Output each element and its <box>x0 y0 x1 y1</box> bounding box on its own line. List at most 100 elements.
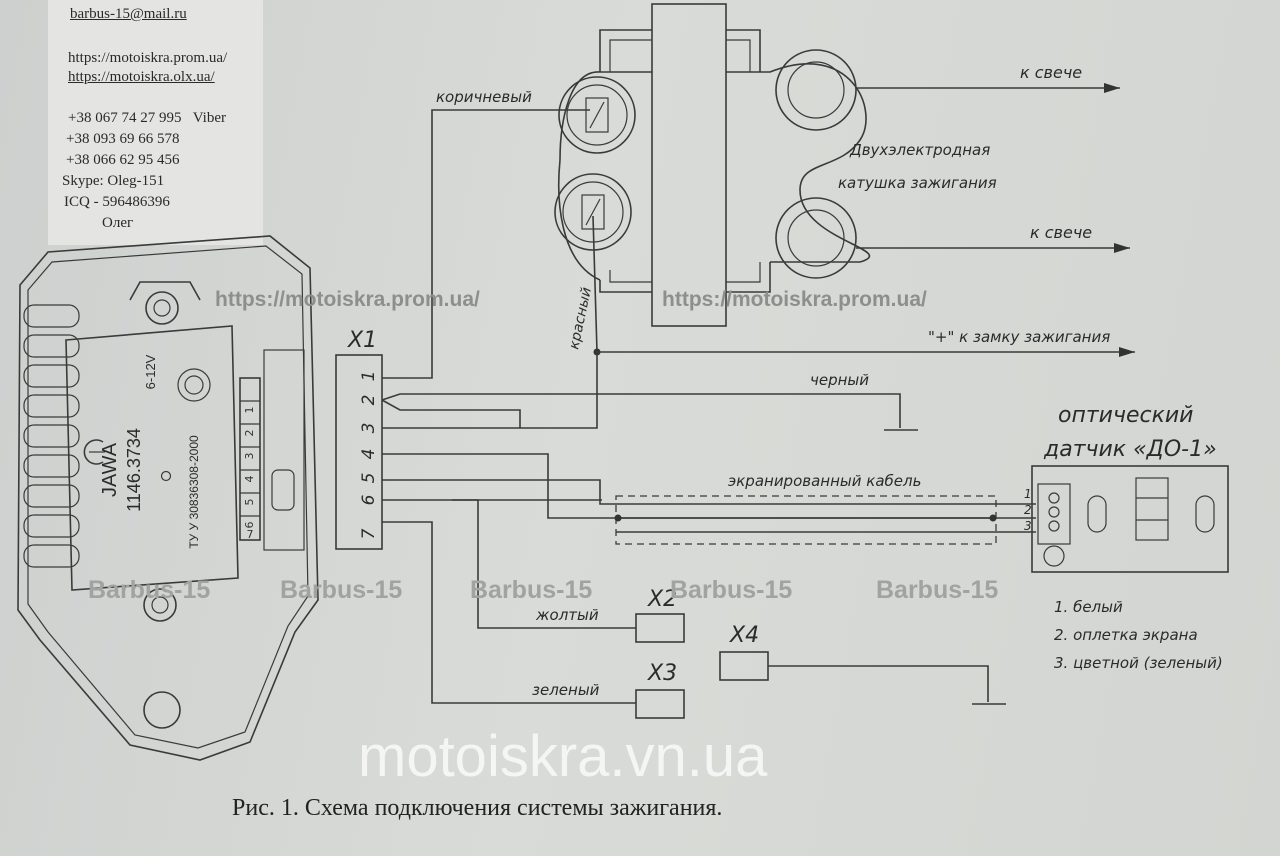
label-red: красный <box>566 286 595 351</box>
connector-x2-body <box>635 613 685 643</box>
module-pin-2: 2 <box>243 430 256 437</box>
module-pin-6: 6 <box>243 522 256 529</box>
connector-x4-label: X4 <box>729 623 759 648</box>
sensor-body <box>1031 465 1229 573</box>
arrow-spark-bottom-icon <box>1114 243 1130 253</box>
wire-pin3 <box>382 352 598 429</box>
label-to-spark-top: к свече <box>1020 63 1082 82</box>
arrow-ignition-lock-icon <box>1119 347 1135 357</box>
label-to-spark-bottom: к свече <box>1030 223 1092 242</box>
connector-x4: X4 <box>719 623 1006 705</box>
label-shielded: экранированный кабель <box>728 472 921 490</box>
module-pin-7: 7 <box>247 528 254 541</box>
x1-pin-3: 3 <box>359 423 379 434</box>
watermarks: https://motoiskra.prom.ua/ https://motoi… <box>88 288 998 789</box>
sensor-optical-window <box>1135 477 1169 541</box>
contact-email[interactable]: barbus-15@mail.ru <box>70 6 187 22</box>
module-adjust-dial <box>177 368 211 402</box>
sensor-terminal-2: 2 <box>1024 503 1032 517</box>
connector-x3: X3 <box>635 661 685 719</box>
coil-spark-output-top <box>775 49 857 131</box>
coil-label-2: катушка зажигания <box>838 174 997 192</box>
module-spec: ТУ У 30836308-2000 <box>187 435 201 549</box>
ignition-coil: Двухэлектродная катушка зажигания <box>554 3 997 327</box>
sensor-legend-2: 2. оплетка экрана <box>1054 626 1198 644</box>
optical-sensor: оптический датчик «ДО-1» 1 2 3 1. белый … <box>1024 403 1229 672</box>
module-pin-5: 5 <box>243 499 256 506</box>
x1-pin-4: 4 <box>359 449 379 460</box>
sensor-title-1: оптический <box>1058 403 1193 428</box>
sensor-title-2: датчик «ДО-1» <box>1043 437 1217 462</box>
module-bottom-mount-hole <box>143 588 177 622</box>
connector-x2-label: X2 <box>647 587 677 612</box>
label-yellow: жолтый <box>535 606 599 624</box>
connector-x1-label: X1 <box>347 328 377 353</box>
x1-pin-5: 5 <box>359 473 379 484</box>
module-pin-1: 1 <box>243 407 256 414</box>
sensor-terminal-block <box>1037 483 1071 545</box>
watermark-url-left: https://motoiskra.prom.ua/ <box>215 288 480 311</box>
wire-yellow <box>452 499 636 629</box>
wire-black <box>381 393 901 428</box>
figure-caption: Рис. 1. Схема подключения системы зажига… <box>232 795 722 821</box>
connector-x2: X2 <box>635 587 685 643</box>
coil-terminal-top <box>558 76 636 154</box>
contact-skype: Skype: Oleg-151 <box>62 173 165 189</box>
label-black: черный <box>810 371 869 389</box>
coil-spark-output-bottom <box>775 197 857 279</box>
sensor-led <box>1043 545 1065 567</box>
contact-phone-1: +38 067 74 27 995 Viber <box>68 110 226 126</box>
x1-pin-1: 1 <box>359 371 379 382</box>
watermark-barbus-2: Barbus-15 <box>280 576 402 604</box>
sensor-terminal-3: 3 <box>1024 519 1032 533</box>
module-pin-block <box>239 377 261 541</box>
watermark-barbus-4: Barbus-15 <box>670 576 792 604</box>
wiring: коричневый красный "+" к замку зажигания… <box>381 88 1135 704</box>
module-pin-4: 4 <box>243 476 256 483</box>
watermark-barbus-1: Barbus-15 <box>88 576 210 604</box>
label-ignition-lock: "+" к замку зажигания <box>928 328 1110 346</box>
label-green: зеленый <box>532 681 600 699</box>
sensor-legend-1: 1. белый <box>1054 598 1123 616</box>
ignition-module: JAWA 1146.3734 6-12V ТУ У 30836308-2000 … <box>17 235 319 761</box>
connector-x3-label: X3 <box>647 661 677 686</box>
watermark-barbus-3: Barbus-15 <box>470 576 592 604</box>
sensor-legend-3: 3. цветной (зеленый) <box>1054 654 1223 672</box>
connector-x1: X1 7 6 5 4 3 2 1 <box>335 328 383 550</box>
module-lower-hole <box>143 691 181 729</box>
module-voltage: 6-12V <box>143 354 158 389</box>
module-brand: JAWA <box>99 442 121 497</box>
contact-site-prom[interactable]: https://motoiskra.prom.ua/ <box>68 50 228 66</box>
x1-pin-2: 2 <box>359 395 379 406</box>
sensor-terminal-1: 1 <box>1024 487 1032 501</box>
wire-green <box>382 521 636 704</box>
connector-x3-body <box>635 689 685 719</box>
label-brown: коричневый <box>436 88 532 106</box>
module-cooling-fins <box>23 304 80 568</box>
spark-leads: к свече к свече <box>856 63 1130 253</box>
coil-core <box>651 3 727 327</box>
watermark-url-right: https://motoiskra.prom.ua/ <box>662 288 927 311</box>
wire-red <box>592 215 598 353</box>
module-top-mount-hole <box>145 291 179 325</box>
sensor-slot-left <box>1087 495 1107 533</box>
arrow-spark-top-icon <box>1104 83 1120 93</box>
module-logo-icon <box>83 439 105 465</box>
module-pin-3: 3 <box>243 453 256 460</box>
coil-terminal-bottom <box>554 173 632 251</box>
x1-pin-6: 6 <box>359 494 379 505</box>
viber-tag: Viber <box>192 110 226 126</box>
x1-pin-7: 7 <box>359 528 379 539</box>
contact-phone-3: +38 066 62 95 456 <box>66 152 180 168</box>
wire-pin4 <box>382 453 1036 519</box>
contact-phone-2: +38 093 69 66 578 <box>66 131 180 147</box>
watermark-barbus-5: Barbus-15 <box>876 576 998 604</box>
module-model: 1146.3734 <box>124 428 144 512</box>
contact-site-olx[interactable]: https://motoiskra.olx.ua/ <box>68 69 215 85</box>
coil-label-1: Двухэлектродная <box>849 141 990 159</box>
sensor-slot-right <box>1195 495 1215 533</box>
module-label-panel <box>65 325 239 591</box>
contact-name: Олег <box>102 215 134 231</box>
connector-x4-body <box>719 651 769 681</box>
